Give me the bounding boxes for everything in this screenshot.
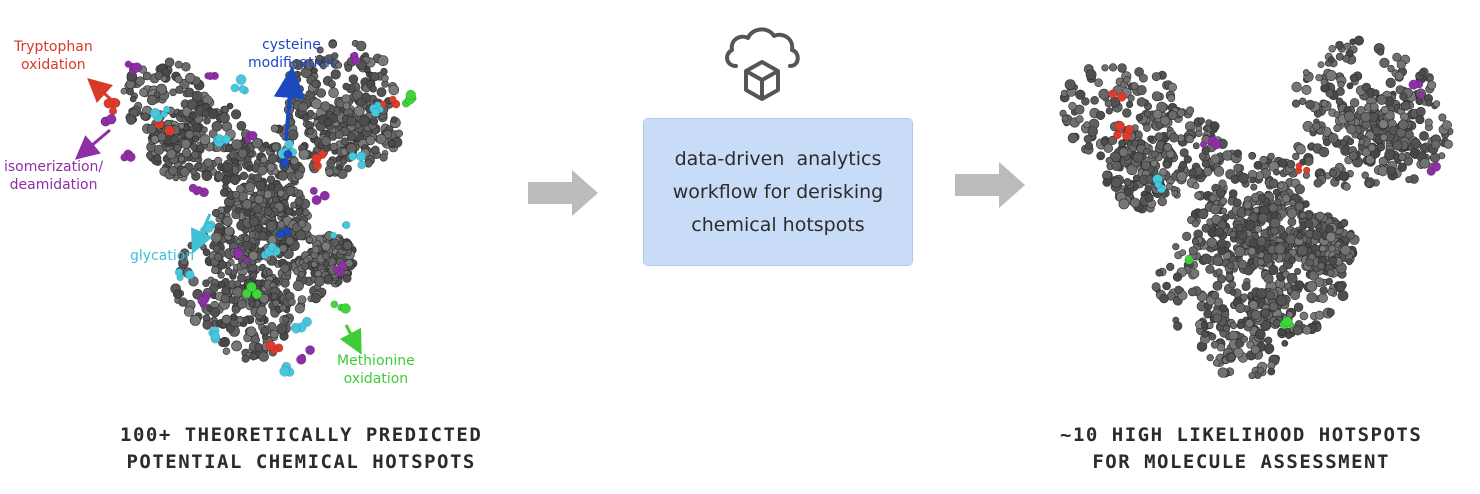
cloud-cube-icon — [725, 27, 800, 101]
antibody-structure-all-hotspots — [100, 39, 417, 377]
label-glycation: glycation — [130, 248, 195, 264]
workflow-text: data-driven analytics workflow for deris… — [672, 147, 884, 236]
label-methionine-oxidation: Methionine oxidation — [337, 353, 415, 387]
workflow-box: data-driven analytics workflow for deris… — [643, 118, 913, 266]
label-isomerization-deamidation: isomerization/ deamidation — [4, 159, 104, 193]
flow-arrow-right-icon — [528, 170, 598, 216]
antibody-structure-high-likelihood-hotspots — [1059, 35, 1454, 380]
label-tryptophan-oxidation: Tryptophan oxidation — [14, 39, 93, 73]
caption-right: ~10 HIGH LIKELIHOOD HOTSPOTS FOR MOLECUL… — [1060, 424, 1423, 473]
flow-arrow-right-icon — [955, 162, 1025, 208]
label-pointer-arrows — [74, 66, 362, 355]
label-cysteine-modification: cysteine modification — [248, 37, 335, 71]
caption-left: 100+ THEORETICALLY PREDICTED POTENTIAL C… — [120, 424, 483, 473]
